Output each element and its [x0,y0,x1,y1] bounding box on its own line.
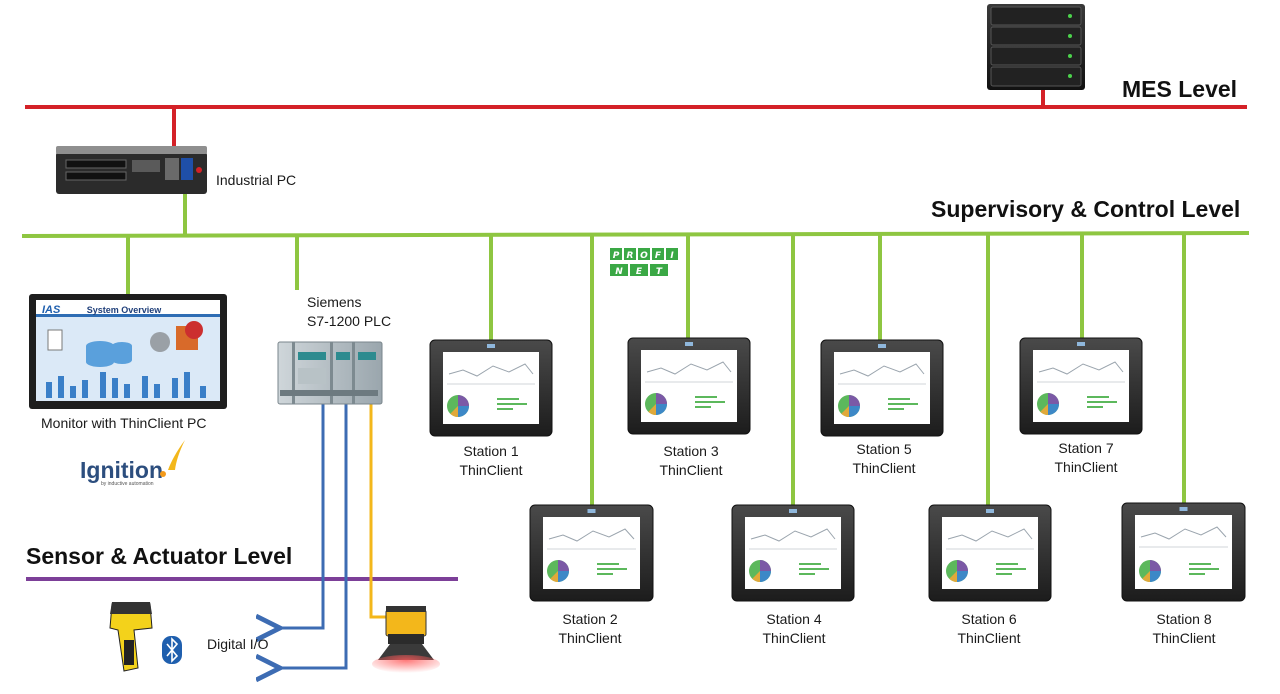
ignition-logo: Ignition by inductive automation [80,440,185,487]
station-label-4: Station 4 ThinClient [734,610,854,648]
control-drops [126,233,1186,505]
supervisory-level-label: Supervisory & Control Level [931,196,1241,222]
ignition-sub: by inductive automation [101,481,154,487]
station-name: Station 7 [1058,440,1114,456]
station-panel-1 [429,339,553,437]
industrial-pc-label: Industrial PC [216,172,297,188]
station-panel-4 [731,504,855,602]
plc-label-line2: S7-1200 PLC [307,313,392,329]
profinet-cell [652,248,664,260]
barcode-scanner-icon [109,602,153,672]
station-name: Station 6 [961,611,1017,627]
station-label-6: Station 6 ThinClient [929,610,1049,648]
profinet-cell [650,264,668,276]
profinet-letter: T [656,267,663,277]
station-type: ThinClient [957,630,1021,646]
profinet-letter: P [613,251,620,261]
mes-level-label: MES Level [1122,76,1238,102]
io-line-2 [280,403,348,668]
profinet-cell [638,248,650,260]
io-line-1 [280,403,325,628]
io-line-sensor [369,400,386,619]
profinet-letter: I [670,251,674,261]
station-type: ThinClient [459,462,523,478]
monitor-icon [29,294,227,409]
ignition-flame-icon [168,440,185,470]
station-label-2: Station 2 ThinClient [530,610,650,648]
profinet-letter: E [636,267,643,277]
digital-io-label: Digital I/O [207,636,269,652]
profinet-cell [610,248,622,260]
ignition-word: Ignition [80,457,163,483]
station-name: Station 8 [1156,611,1212,627]
station-label-8: Station 8 ThinClient [1124,610,1244,648]
station-panel-6 [928,504,1052,602]
server-icon [987,4,1085,90]
station-type: ThinClient [852,460,916,476]
station-name: Station 5 [856,441,912,457]
industrial-pc-icon [56,146,207,194]
profinet-letter: N [615,267,623,277]
station-panel-5 [820,339,944,437]
station-name: Station 1 [463,443,519,459]
station-type: ThinClient [762,630,826,646]
plc-label-line1: Siemens [307,294,362,310]
station-label-7: Station 7 ThinClient [1026,439,1146,477]
station-type: ThinClient [659,462,723,478]
station-name: Station 2 [562,611,618,627]
monitor-logo: IAS [42,304,61,316]
profinet-cell [666,248,678,260]
station-panel-2 [529,504,654,602]
station-name: Station 3 [663,443,719,459]
profinet-cell [624,248,636,260]
plc-icon [277,341,383,405]
station-type: ThinClient [1152,630,1216,646]
fixed-sensor-icon [372,606,440,673]
station-type: ThinClient [558,630,622,646]
sensor-level-label: Sensor & Actuator Level [26,543,293,569]
bluetooth-icon [162,636,182,664]
station-label-3: Station 3 ThinClient [631,442,751,480]
monitor-label: Monitor with ThinClient PC [41,415,207,431]
monitor-screen-title: System Overview [87,305,163,315]
profinet-cell [610,264,628,276]
profinet-letter: O [640,251,648,261]
station-type: ThinClient [1054,459,1118,475]
station-panel-7 [1019,337,1143,435]
control-bus [21,231,1250,238]
profinet-letter: R [627,251,634,261]
station-panel-3 [627,337,751,435]
station-panel-8 [1121,502,1246,602]
station-name: Station 4 [766,611,822,627]
station-panels [429,337,1246,602]
profinet-cell [630,264,648,276]
profinet-letter: F [655,251,662,261]
station-label-5: Station 5 ThinClient [824,440,944,478]
station-label-1: Station 1 ThinClient [431,442,551,480]
